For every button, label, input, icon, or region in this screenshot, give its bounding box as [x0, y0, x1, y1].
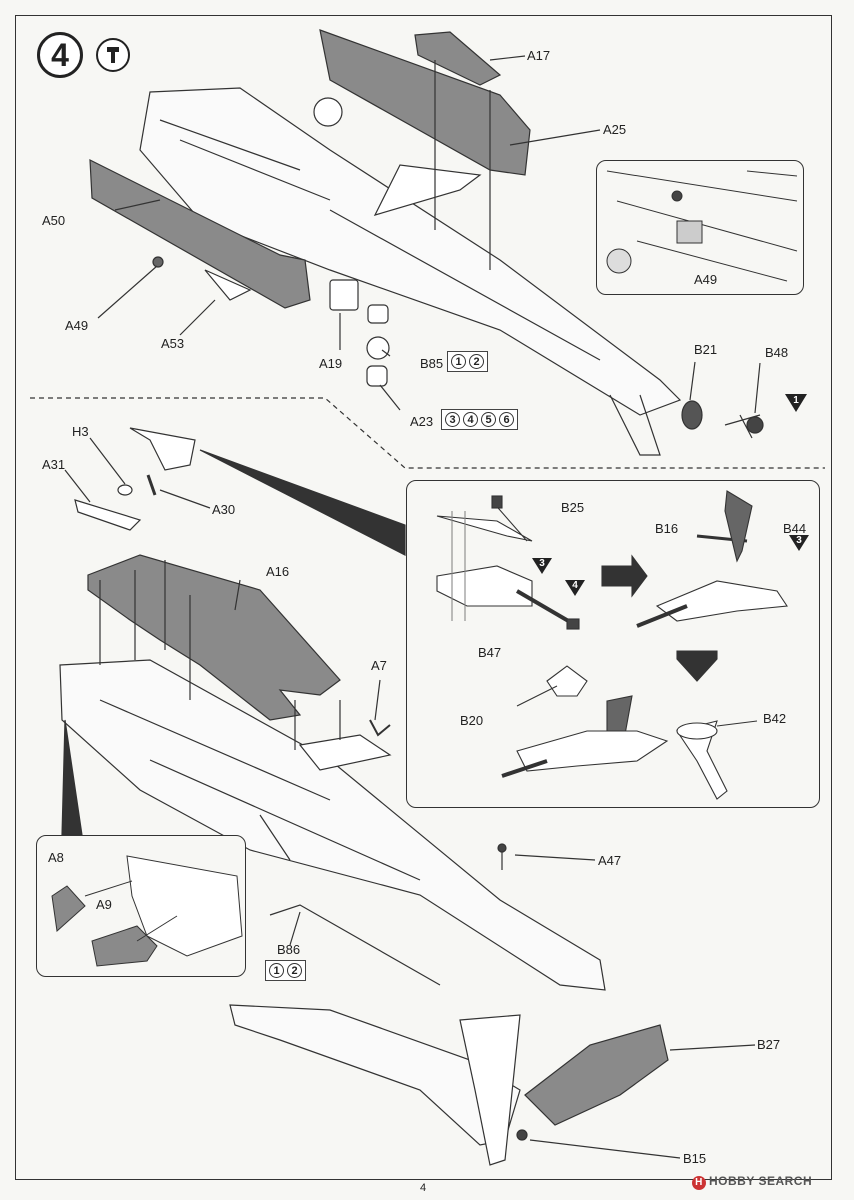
- option-number: 3: [445, 412, 460, 427]
- page-frame: [15, 15, 832, 1180]
- label-b27: B27: [757, 1037, 781, 1052]
- label-a47: A47: [598, 853, 622, 868]
- step-number-badge: 4: [37, 32, 83, 78]
- part-b27: [524, 1024, 669, 1126]
- watermark-text: HOBBY SEARCH: [709, 1174, 813, 1188]
- option-number: 5: [481, 412, 496, 427]
- label-a19: A19: [319, 356, 343, 371]
- label-a7: A7: [371, 658, 387, 673]
- label-a17: A17: [527, 48, 551, 63]
- label-b20: B20: [460, 713, 484, 728]
- page-number: 4: [420, 1182, 427, 1194]
- label-b44: B44: [783, 521, 807, 536]
- option-number: 2: [287, 963, 302, 978]
- option-number: 1: [269, 963, 284, 978]
- part-a25: [319, 29, 531, 176]
- inset-gun-assembly: [406, 480, 820, 808]
- label-b21: B21: [694, 342, 718, 357]
- marker-number: 1: [793, 395, 799, 406]
- inset-a8-a9: [36, 835, 246, 977]
- label-b25: B25: [561, 500, 585, 515]
- label-a49-inset: A49: [694, 272, 718, 287]
- label-b86: B86: [277, 942, 301, 957]
- inset-a49-art: [606, 170, 798, 282]
- label-a16: A16: [266, 564, 290, 579]
- label-a23: A23: [410, 414, 434, 429]
- part-a50: [89, 159, 311, 309]
- label-a8: A8: [48, 850, 64, 865]
- label-a30: A30: [212, 502, 236, 517]
- label-b48: B48: [765, 345, 789, 360]
- inset-a8-art: [51, 855, 243, 967]
- label-a9: A9: [96, 897, 112, 912]
- label-a25: A25: [603, 122, 627, 137]
- watermark-logo-icon: H: [692, 1176, 706, 1190]
- label-a50: A50: [42, 213, 66, 228]
- label-a49: A49: [65, 318, 89, 333]
- marker-number: 3: [539, 558, 545, 569]
- label-b85: B85: [420, 356, 444, 371]
- option-box-b85: 1 2: [447, 351, 488, 372]
- marker-triangle-4: [565, 580, 585, 596]
- part-a16: [87, 554, 341, 721]
- label-a31: A31: [42, 457, 66, 472]
- option-number: 4: [463, 412, 478, 427]
- marker-number: 3: [796, 535, 802, 546]
- inset-gun-art: [436, 490, 788, 800]
- label-b16: B16: [655, 521, 679, 536]
- option-number: 1: [451, 354, 466, 369]
- marker-number: 4: [572, 580, 578, 591]
- label-a53: A53: [161, 336, 185, 351]
- option-number: 2: [469, 354, 484, 369]
- label-b47: B47: [478, 645, 502, 660]
- label-b15: B15: [683, 1151, 707, 1166]
- option-number: 6: [499, 412, 514, 427]
- option-box-a23: 3 4 5 6: [441, 409, 518, 430]
- fuselage-upper: [139, 87, 682, 416]
- label-h3: H3: [72, 424, 89, 439]
- marker-triangle-3a: [532, 558, 552, 574]
- cement-icon: [96, 38, 130, 72]
- label-b42: B42: [763, 711, 787, 726]
- part-a17: [414, 31, 502, 86]
- option-box-b86: 1 2: [265, 960, 306, 981]
- marker-triangle-3b: [789, 535, 809, 551]
- marker-triangle-1: [785, 394, 807, 412]
- inset-a49-detail: [596, 160, 804, 295]
